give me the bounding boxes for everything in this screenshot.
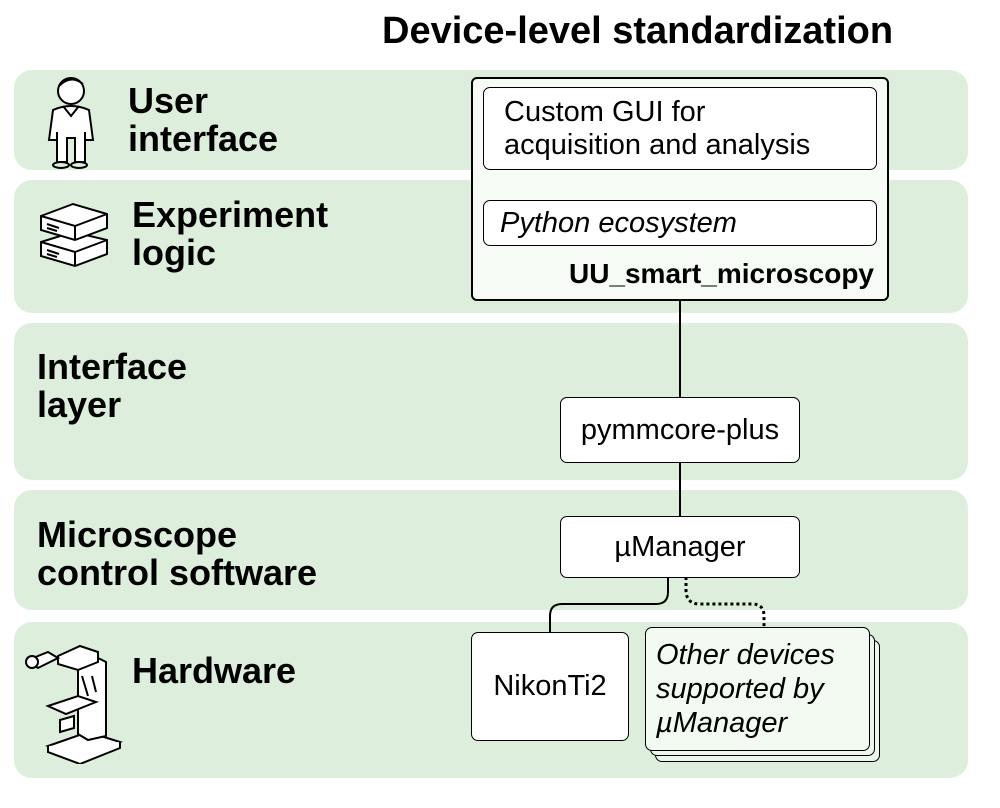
microscope-icon: [25, 644, 123, 764]
python-ecosystem-node: Python ecosystem: [483, 200, 877, 246]
layer-label-hardware: Hardware: [132, 650, 297, 691]
package-name-label: UU_smart_microscopy: [568, 258, 874, 289]
nikon-ti2-node: NikonTi2: [471, 632, 629, 741]
umanager-node: µManager: [560, 516, 800, 578]
band-interface-layer: [14, 323, 968, 480]
server-stack-icon: [40, 202, 108, 268]
pymmcore-plus-node: pymmcore-plus: [560, 397, 800, 463]
person-icon: [47, 77, 95, 169]
band-microscope-control: [14, 490, 968, 610]
diagram-title: Device-level standardization: [382, 10, 894, 52]
